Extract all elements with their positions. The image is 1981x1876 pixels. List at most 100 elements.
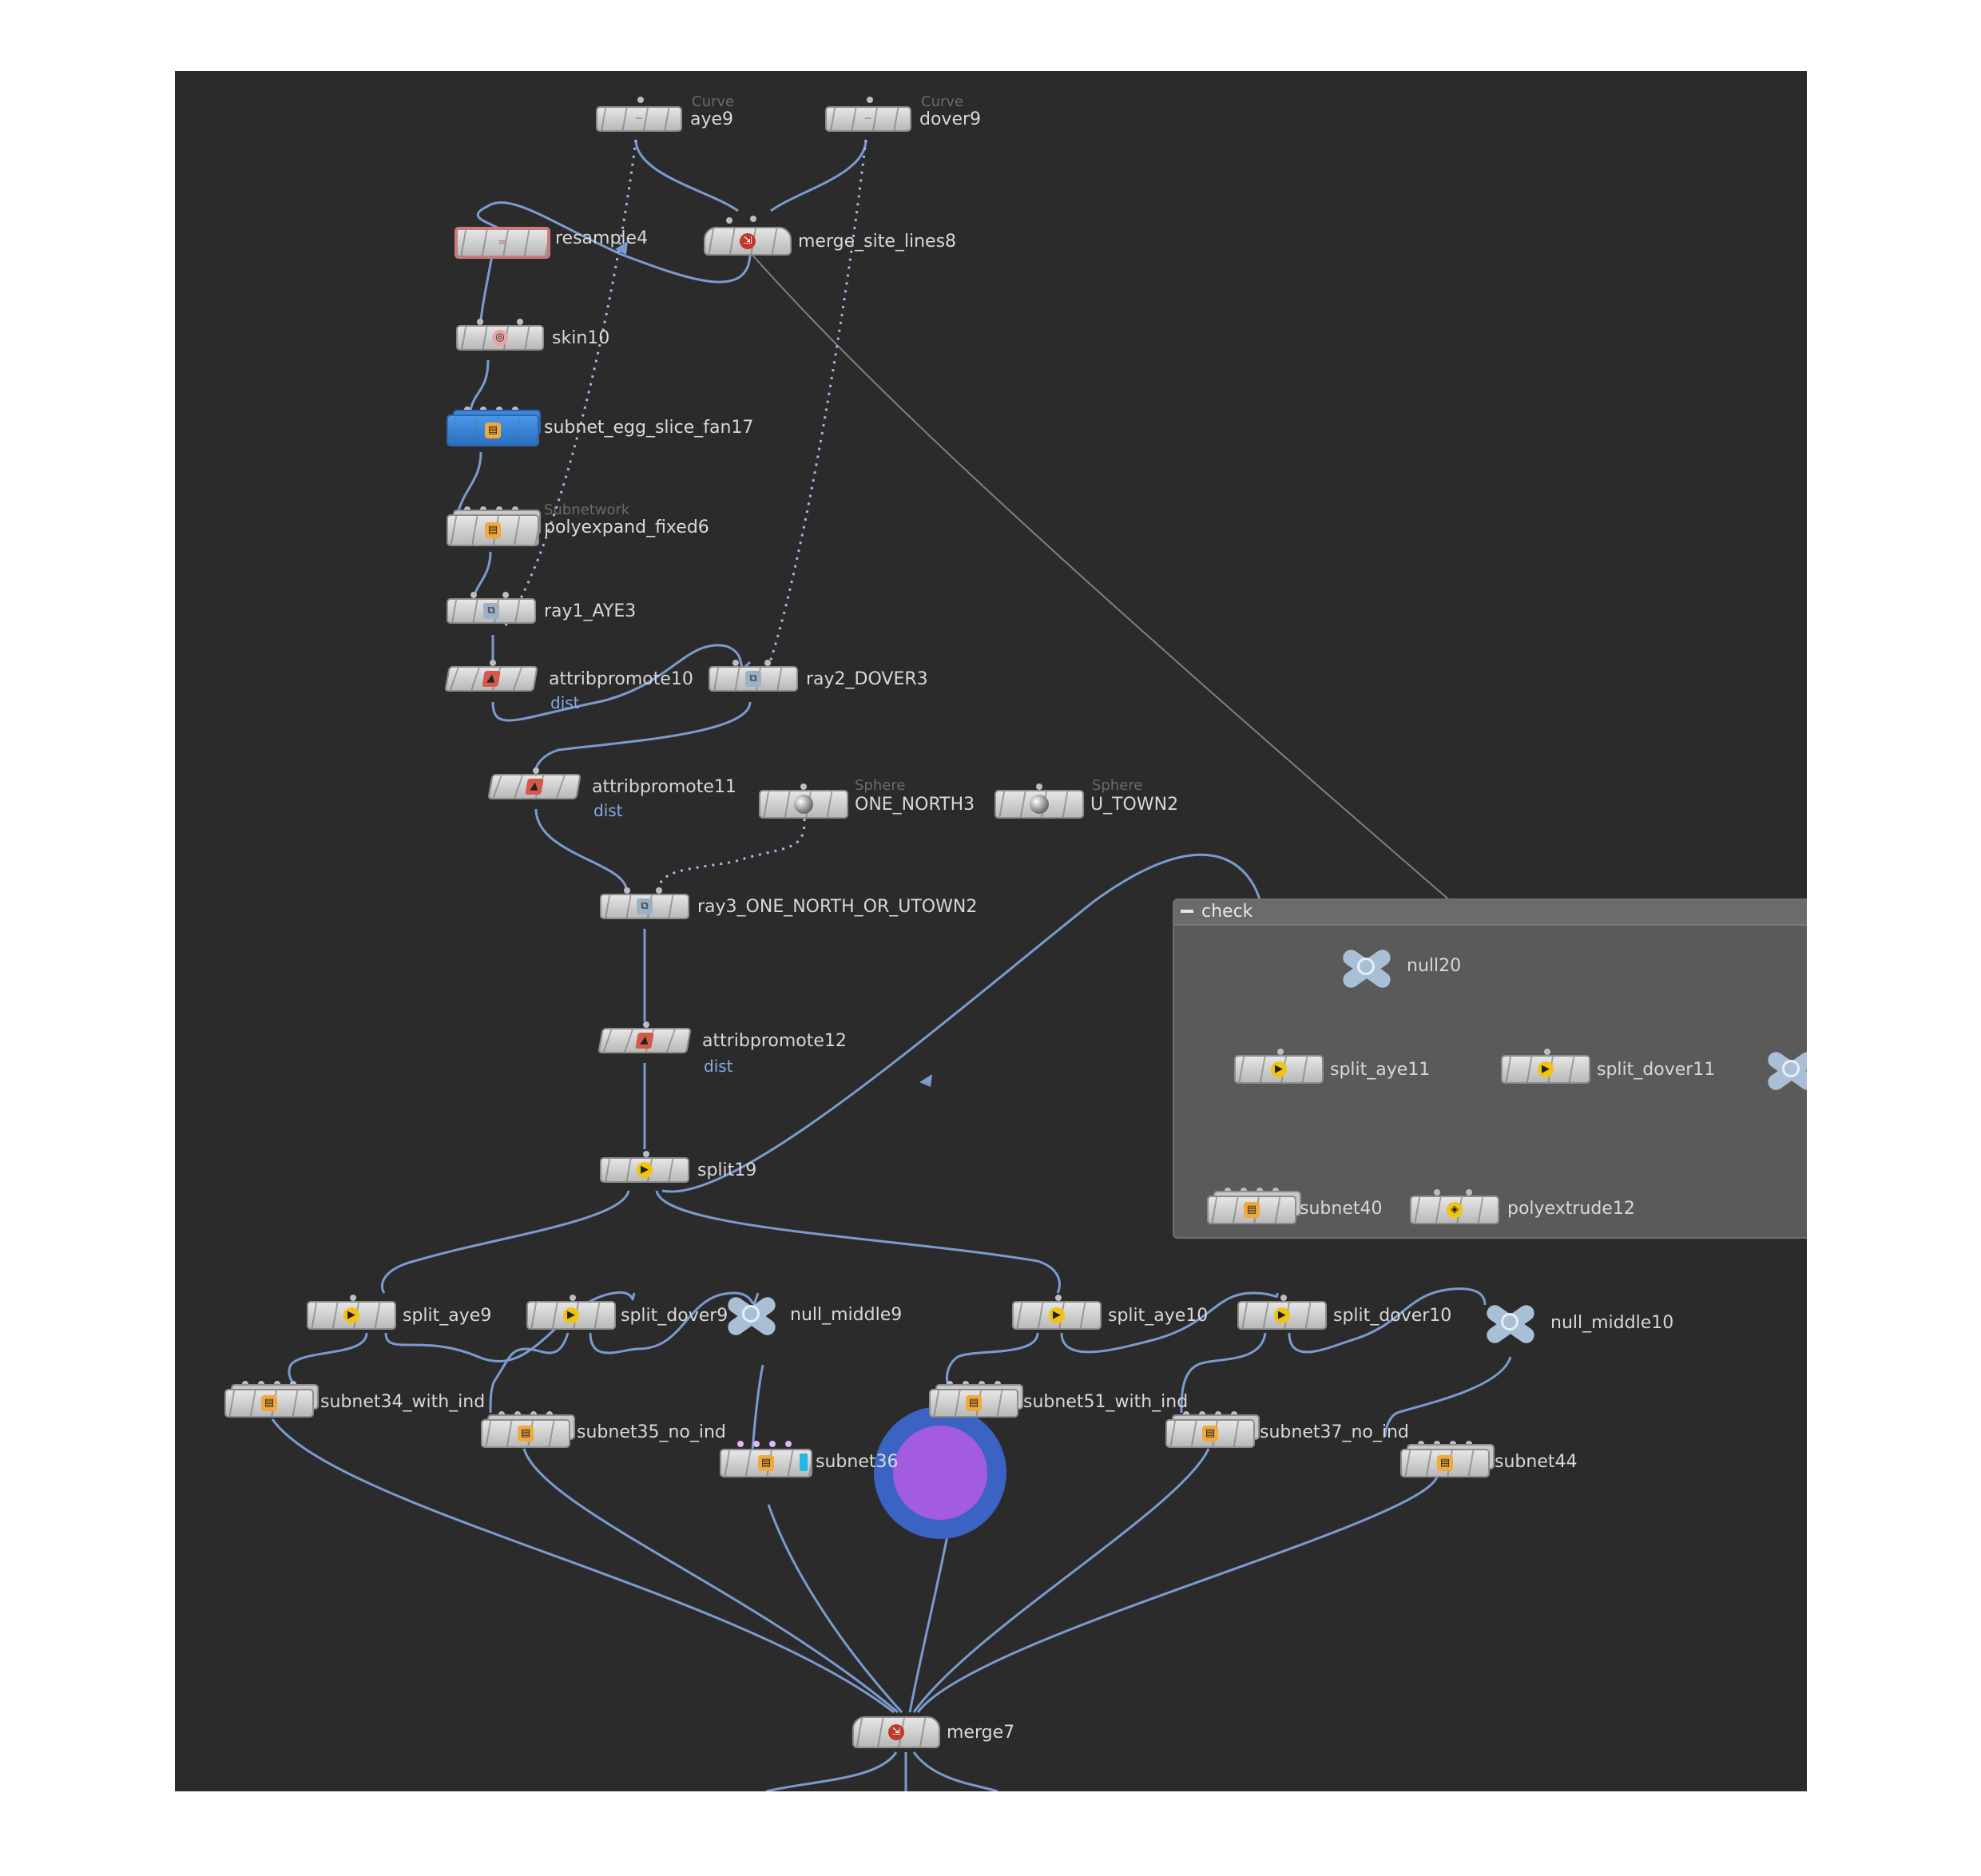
- wire: [661, 853, 1263, 1193]
- collapse-icon[interactable]: [1181, 910, 1193, 913]
- node-tile[interactable]: ▶: [1012, 1301, 1102, 1330]
- null-icon[interactable]: [718, 1289, 785, 1340]
- wire: [655, 1190, 1061, 1294]
- ray-icon: ⧉: [745, 671, 761, 687]
- wire: [476, 201, 752, 284]
- node-tile[interactable]: ≈: [455, 227, 550, 259]
- subnet-icon: ▤: [485, 422, 501, 438]
- merge-icon: ⇲: [740, 233, 756, 249]
- split-icon: ▶: [1538, 1061, 1554, 1077]
- node-tile[interactable]: ▶: [307, 1301, 396, 1330]
- node-label: dover9: [919, 109, 982, 129]
- node-tile[interactable]: ⧉: [600, 894, 689, 919]
- dashed-reference-wire: [501, 139, 637, 631]
- network-editor-canvas[interactable]: check Curve ~ aye9 Curve ~ dover9 ≈ resa…: [175, 71, 1807, 1791]
- sphere-icon: [794, 795, 813, 814]
- sphere-icon: [1030, 795, 1049, 814]
- polyextrude-icon: ◈: [1447, 1202, 1463, 1218]
- node-label: split_dover9: [621, 1306, 728, 1326]
- node-label: split_aye10: [1108, 1306, 1209, 1326]
- node-label: ray3_ONE_NORTH_OR_UTOWN2: [697, 897, 978, 917]
- node-label: resample4: [555, 228, 649, 248]
- subnet-icon: ▤: [1202, 1426, 1218, 1442]
- node-label: split_aye11: [1330, 1060, 1431, 1080]
- node-tile[interactable]: ~: [596, 106, 682, 132]
- node-tile[interactable]: ⇲: [704, 227, 792, 256]
- subnet-icon: ▤: [758, 1455, 774, 1471]
- ray-icon: ⧉: [637, 898, 653, 914]
- subnet-icon: ▤: [966, 1395, 982, 1411]
- node-tile[interactable]: ▤: [447, 414, 539, 446]
- node-tile[interactable]: ⇲: [852, 1716, 940, 1748]
- null-icon[interactable]: [1477, 1297, 1544, 1348]
- node-tile[interactable]: [994, 790, 1084, 819]
- wire: [912, 1751, 998, 1791]
- wire: [489, 1332, 570, 1414]
- attribpromote-icon: ▲: [482, 671, 501, 687]
- node-label: subnet51_with_ind: [1023, 1392, 1189, 1412]
- node-tile[interactable]: ⧉: [447, 598, 536, 624]
- node-type-label: Sphere: [1092, 777, 1143, 794]
- attribpromote-icon: ▲: [635, 1033, 654, 1049]
- node-tile[interactable]: ▤: [929, 1389, 1018, 1418]
- node-tile[interactable]: ▲: [487, 774, 582, 799]
- node-tile[interactable]: ▤: [1207, 1196, 1296, 1224]
- dashed-reference-wire: [768, 139, 867, 663]
- node-label: null_middle9: [790, 1305, 903, 1325]
- node-label: attribpromote11: [592, 777, 736, 797]
- wire: [946, 1332, 1039, 1386]
- node-tile[interactable]: ▤: [1400, 1449, 1490, 1477]
- node-tile[interactable]: ~: [825, 106, 911, 132]
- node-tile[interactable]: ◈: [1410, 1196, 1499, 1224]
- node-label: polyexpand_fixed6: [544, 518, 709, 537]
- node-label: attribpromote12: [702, 1031, 847, 1051]
- node-label: merge7: [947, 1723, 1015, 1743]
- node-label: subnet37_no_ind: [1260, 1422, 1409, 1442]
- node-tile[interactable]: ▶: [1237, 1301, 1327, 1330]
- curve-icon: ~: [634, 113, 644, 125]
- split-icon: ▶: [343, 1307, 359, 1323]
- display-flag-icon[interactable]: [800, 1454, 808, 1471]
- node-type-label: Curve: [921, 93, 964, 110]
- split-icon: ▶: [1049, 1307, 1065, 1323]
- node-label: merge_site_lines8: [798, 232, 957, 252]
- node-tile[interactable]: ▤: [1165, 1419, 1255, 1448]
- wire: [916, 1476, 1439, 1713]
- split-icon: ▶: [1274, 1307, 1290, 1323]
- wire: [271, 1418, 895, 1714]
- display-render-flag-halo: [874, 1406, 1006, 1539]
- wire: [522, 1448, 899, 1714]
- node-tile[interactable]: ▶: [1501, 1055, 1590, 1084]
- node-type-label: Subnetwork: [544, 502, 630, 518]
- ray-icon: ⧉: [483, 603, 499, 619]
- node-label: subnet36: [816, 1452, 899, 1472]
- node-type-label: Sphere: [855, 777, 906, 794]
- null-icon[interactable]: [1333, 942, 1400, 993]
- node-label: skin10: [552, 328, 610, 348]
- wire: [589, 1291, 760, 1354]
- node-tile[interactable]: ▲: [597, 1028, 692, 1053]
- null-icon[interactable]: [1758, 1044, 1807, 1095]
- wire: [767, 1504, 903, 1714]
- node-tile[interactable]: [759, 790, 848, 819]
- node-tile[interactable]: ▶: [1234, 1055, 1324, 1084]
- network-box-header[interactable]: check: [1174, 900, 1807, 926]
- node-tile[interactable]: ▤: [224, 1389, 314, 1418]
- node-tile[interactable]: ▶: [600, 1157, 689, 1183]
- node-tile[interactable]: ▶: [526, 1301, 616, 1330]
- node-tile[interactable]: ▤: [447, 514, 539, 546]
- wire: [491, 644, 752, 722]
- node-tile[interactable]: ▲: [444, 666, 538, 692]
- wire: [1180, 1332, 1267, 1414]
- subnet-icon: ▤: [485, 522, 501, 538]
- node-tile[interactable]: ⧉: [709, 666, 798, 692]
- node-tile[interactable]: ◎: [456, 325, 544, 351]
- node-tile[interactable]: ▤: [481, 1419, 570, 1448]
- wire: [912, 1448, 1210, 1713]
- node-label: ray1_AYE3: [544, 601, 637, 621]
- split-icon: ▶: [1271, 1061, 1287, 1077]
- node-tile[interactable]: ▤: [720, 1449, 812, 1477]
- node-label: split_aye9: [403, 1306, 492, 1326]
- node-label: split_dover10: [1333, 1306, 1452, 1326]
- wire-arrow: [615, 241, 628, 255]
